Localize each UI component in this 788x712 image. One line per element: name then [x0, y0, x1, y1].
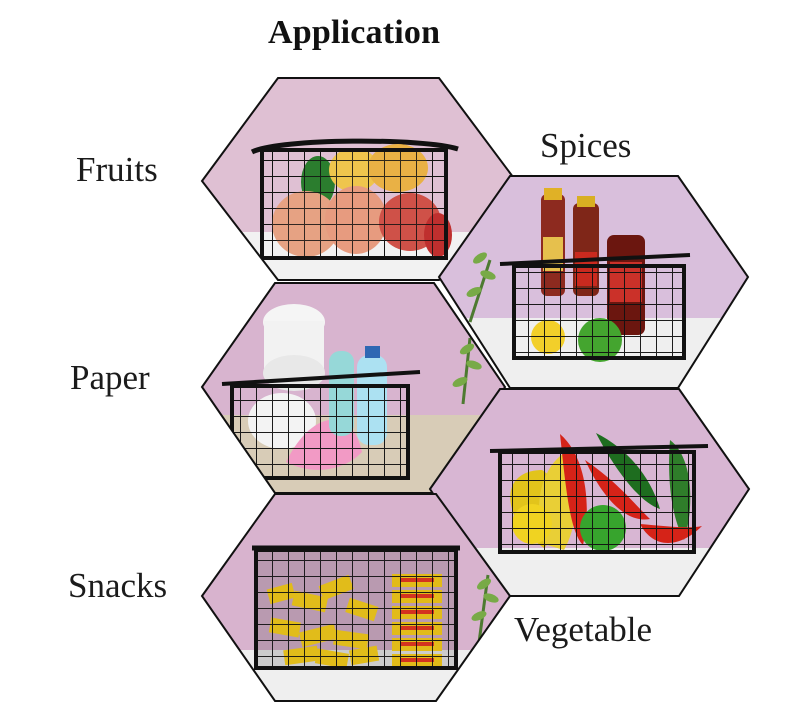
plant-icon: [452, 337, 482, 405]
spices-hexagon-panel: [439, 176, 748, 388]
page-title: Application: [268, 14, 441, 51]
label-fruits: Fruits: [76, 150, 158, 189]
label-paper: Paper: [70, 358, 150, 397]
label-spices: Spices: [540, 126, 632, 165]
plant-icon: [466, 252, 496, 323]
label-vegetable: Vegetable: [514, 610, 652, 649]
label-snacks: Snacks: [68, 566, 168, 605]
